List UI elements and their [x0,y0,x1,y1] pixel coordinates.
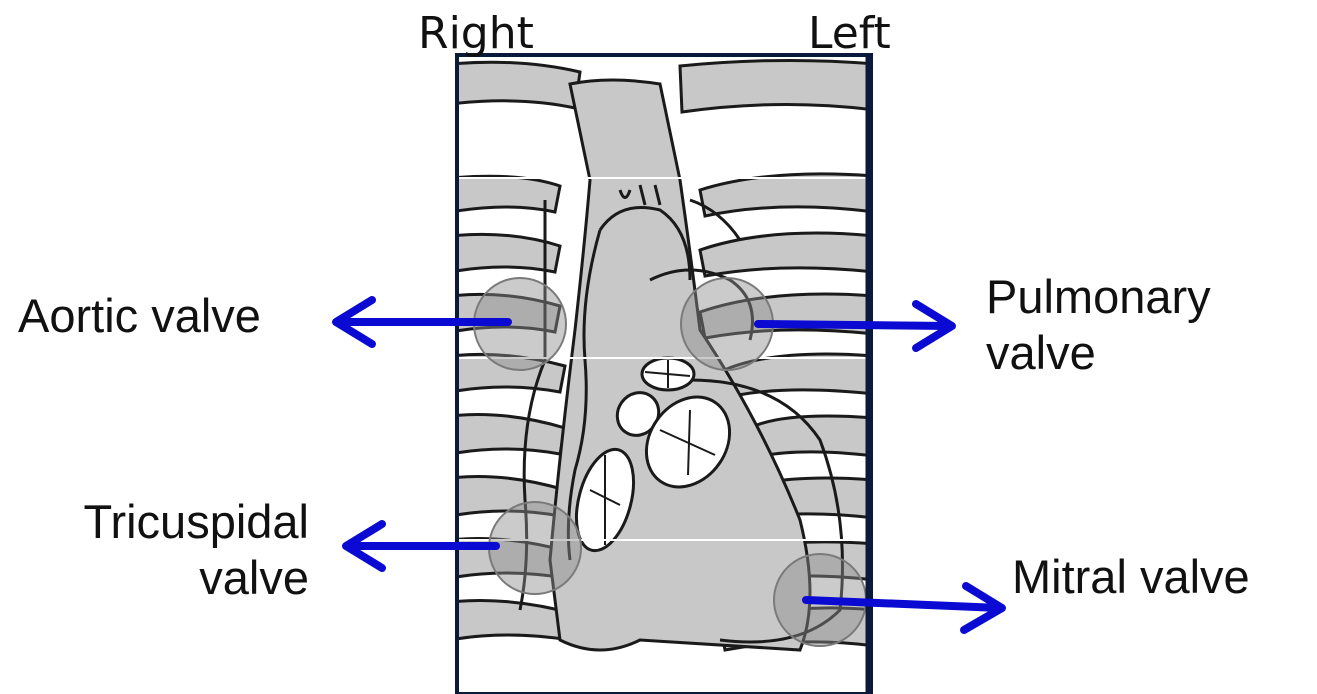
tricuspid-valve-label: Tricuspidal valve [84,497,310,603]
pulmonary-valve-label: Pulmonary valve [986,272,1211,378]
mitral-valve-label: Mitral valve [1012,552,1250,602]
tricuspid-label-line2: valve [84,553,310,603]
tricuspid-label-line1: Tricuspidal [84,497,310,547]
aortic-valve-label: Aortic valve [18,291,261,341]
left-side-label: Left [808,10,891,58]
right-side-label: Right [418,10,534,58]
tricuspid-marker [489,502,581,594]
pulmonary-label-line1: Pulmonary [986,272,1211,322]
pulmonary-label-line2: valve [986,328,1211,378]
